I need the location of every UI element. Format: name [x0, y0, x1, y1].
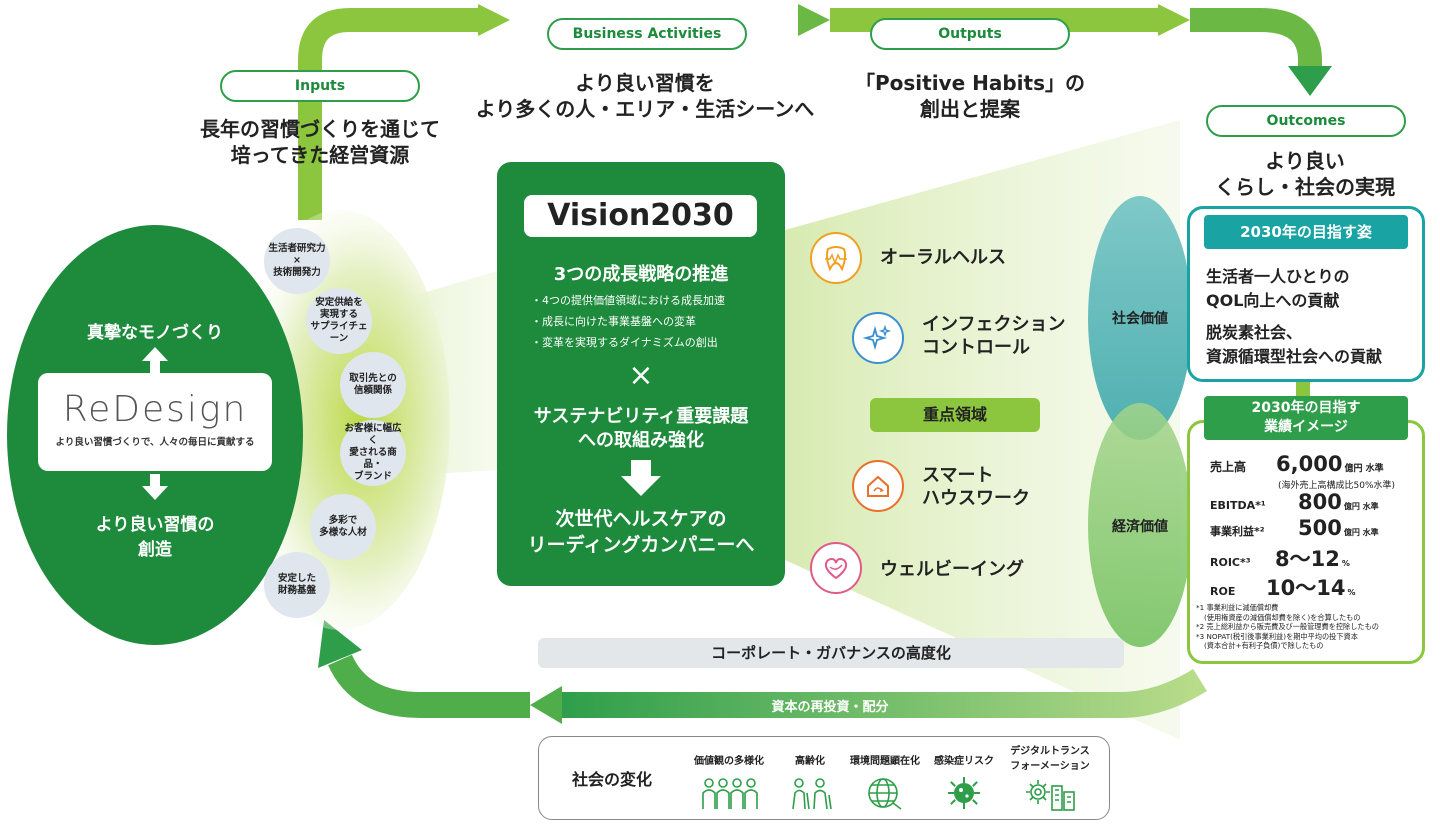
outcomes-pill: Outcomes [1206, 105, 1406, 137]
virus-icon [948, 777, 980, 809]
vision-down-arrow-icon [621, 460, 661, 496]
outcomes-text-line1: より良い [1265, 149, 1345, 173]
double-arrow-up-icon [142, 347, 168, 373]
resource-talent: 多彩で多様な人材 [310, 494, 376, 560]
activities-text-line1: より良い習慣を [575, 71, 715, 95]
focus-smart-line1: スマート [922, 465, 994, 486]
focus-center-label: 重点領域 [870, 398, 1040, 432]
focus-smart-line2: ハウスワーク [922, 488, 1030, 509]
vision-strategy-title: 3つの成長戦略の推進 [553, 264, 729, 285]
economic-value-label: 経済価値 [1112, 519, 1168, 535]
redesign-logo: ReDesign [62, 389, 248, 430]
outputs-pill: Outputs [870, 18, 1070, 50]
resource-partner-trust: 取引先との信頼関係 [340, 352, 406, 418]
society-title: 社会の変化 [572, 770, 653, 789]
focus-wellbeing: ウェルビーイング [880, 559, 1024, 580]
elderly-icon [792, 778, 832, 810]
redesign-bottom-text-line1: より良い習慣の [95, 515, 215, 535]
redesign-logo-box: ReDesign より良い習慣づくりで、人々の毎日に貢献する [38, 373, 272, 471]
society-infection-risk: 感染症リスク [932, 752, 996, 814]
activities-pill: Business Activities [547, 18, 747, 50]
vision-sustain-line1: サステナビリティ重要課題 [533, 406, 749, 427]
resource-finance: 安定した財務基盤 [264, 552, 330, 618]
focus-infection-line1: インフェクション [922, 314, 1066, 335]
metric-sales: 売上高 6,000 億円 水準 [1210, 452, 1384, 476]
resource-brands: お客様に幅広く愛される商品・ブランド [340, 420, 406, 486]
society-aging: 高齢化 [782, 752, 838, 814]
double-arrow-down-icon [142, 474, 168, 500]
social-value-label: 社会価値 [1112, 311, 1168, 327]
digital-icon [1026, 780, 1075, 811]
goal-1-line2: QOL向上への貢献 [1206, 291, 1340, 310]
metric-roe: ROE 10〜14 % [1210, 576, 1356, 600]
inputs-text-line2: 培ってきた経営資源 [230, 143, 410, 167]
society-environment: 環境問題顕在化 [846, 752, 924, 814]
goal-1-line1: 生活者一人ひとりの [1206, 267, 1350, 286]
inputs-pill: Inputs [220, 70, 420, 102]
goal-2-line1: 脱炭素社会、 [1206, 323, 1303, 342]
focus-infection-line2: コントロール [922, 337, 1030, 358]
vision-cross: × [628, 358, 654, 393]
society-box [538, 736, 1110, 820]
resource-research-tech: 生活者研究力×技術開発力 [264, 228, 330, 294]
redesign-tagline: より良い習慣づくりで、人々の毎日に貢献する [55, 437, 255, 448]
metric-roic: ROIC*³ 8〜12 % [1210, 547, 1350, 571]
vision-strategy-1: ・4つの提供価値領域における成長加速 [531, 294, 725, 307]
vision-goal-line1: 次世代ヘルスケアの [555, 508, 727, 530]
outcomes-text-line2: くらし・社会の実現 [1215, 175, 1395, 199]
society-digital-transformation: デジタルトランス フォーメーション [1002, 742, 1098, 815]
activities-text-line2: より多くの人・エリア・生活シーンへ [475, 97, 815, 121]
tooth-icon [810, 232, 862, 284]
vision-strategy-2: ・成長に向けた事業基盤への変革 [531, 315, 696, 328]
performance-header: 2030年の目指す 業績イメージ [1204, 396, 1408, 440]
vision-sustain-line2: への取組み強化 [578, 430, 704, 451]
vision-box: Vision2030 3つの成長戦略の推進 ・4つの提供価値領域における成長加速… [497, 162, 785, 586]
governance-bar: コーポレート・ガバナンスの高度化 [538, 638, 1124, 668]
sparkle-icon [852, 312, 904, 364]
performance-notes: *1 事業利益に減価償却費 (使用権資産の減価償却費を除く)を合算したもの *2… [1196, 603, 1379, 650]
vision-goal-line2: リーディングカンパニーへ [527, 534, 755, 556]
vision-strategy-3: ・変革を実現するダイナミズムの創出 [531, 336, 718, 349]
heart-icon [810, 542, 862, 594]
inputs-text-line1: 長年の習慣づくりを通じて [200, 117, 440, 141]
resource-supply-chain: 安定供給を実現するサプライチェーン [306, 288, 372, 354]
society-diversity: 価値観の多様化 [688, 752, 770, 814]
people-icon [702, 778, 758, 809]
vision-title: Vision2030 [524, 195, 757, 237]
metric-ebitda: EBITDA*¹ 800 億円 水準 [1210, 490, 1379, 514]
metric-operating-profit: 事業利益*² 500 億円 水準 [1210, 516, 1379, 540]
outputs-text-line2: 創出と提案 [920, 97, 1020, 121]
outputs-text-line1: 「Positive Habits」の [854, 71, 1085, 95]
reinvest-label: 資本の再投資・配分 [771, 700, 889, 715]
goal-header: 2030年の目指す姿 [1204, 215, 1408, 249]
redesign-bottom-text-line2: 創造 [138, 540, 172, 560]
globe-icon [868, 778, 902, 810]
goal-box: 2030年の目指す姿 生活者一人ひとりの QOL向上への貢献 脱炭素社会、 資源… [1187, 206, 1425, 382]
goal-2-line2: 資源循環型社会への貢献 [1206, 347, 1383, 366]
house-icon [852, 460, 904, 512]
redesign-top-text: 真摯なモノづくり [87, 323, 223, 343]
metric-sales-note: (海外売上高構成比50%水準) [1278, 481, 1396, 491]
performance-box [1187, 420, 1425, 664]
focus-oral-health: オーラルヘルス [880, 247, 1006, 268]
